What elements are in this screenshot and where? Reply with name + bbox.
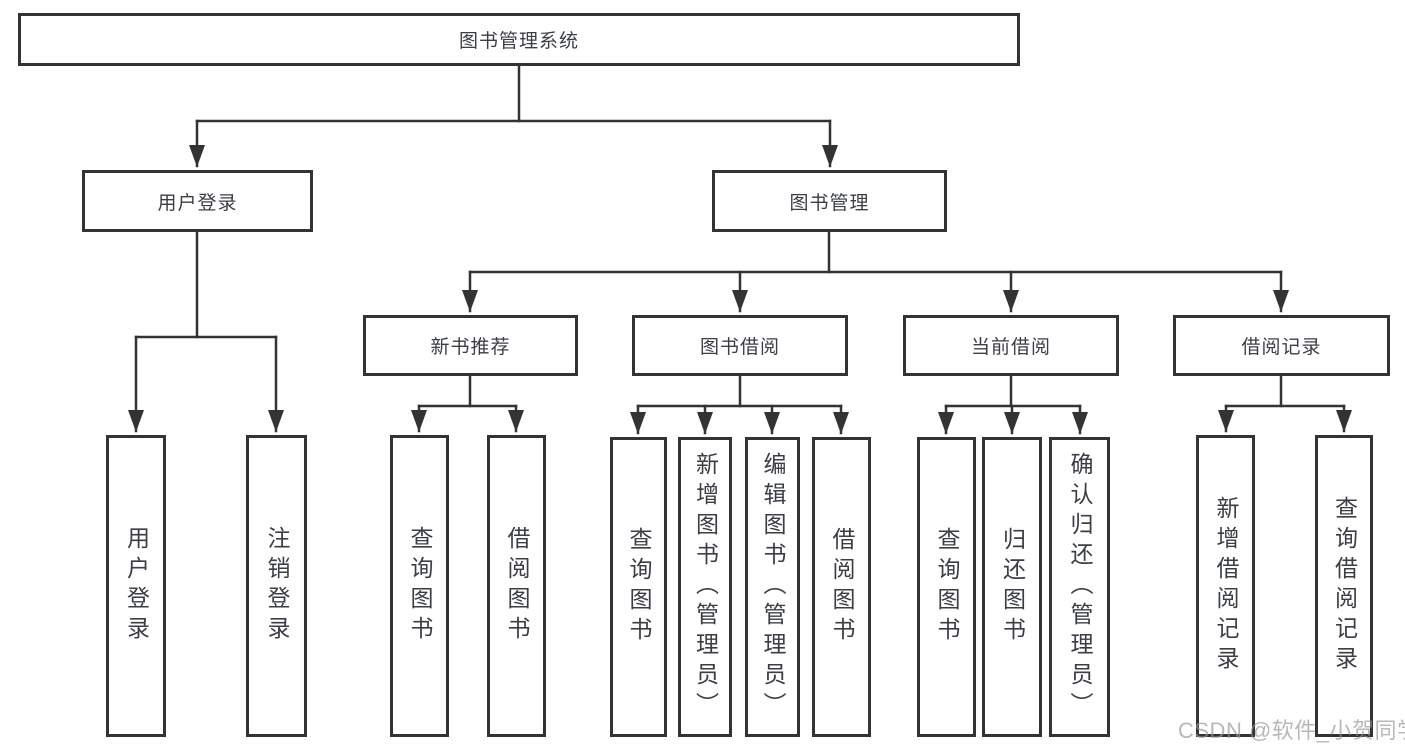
leaf-borrow-books: 借阅图书 bbox=[812, 437, 871, 737]
leaf-edit-book-admin-label: 编辑图书（管理员） bbox=[760, 452, 786, 722]
node-library-system-label: 图书管理系统 bbox=[458, 31, 579, 52]
leaf-user-login: 用户登录 bbox=[106, 435, 166, 737]
leaf-query-books-borrow: 查询图书 bbox=[610, 437, 667, 737]
node-book-borrowing: 图书借阅 bbox=[632, 315, 848, 376]
leaf-query-books-current-label: 查询图书 bbox=[934, 527, 960, 647]
leaf-query-books-borrow-label: 查询图书 bbox=[626, 527, 652, 647]
leaf-logout-label: 注销登录 bbox=[264, 526, 290, 646]
leaf-borrow-books-recommend: 借阅图书 bbox=[487, 435, 546, 737]
node-new-book-recommendation: 新书推荐 bbox=[363, 315, 578, 376]
node-borrowing-records-label: 借阅记录 bbox=[1241, 337, 1322, 358]
node-book-borrowing-label: 图书借阅 bbox=[699, 337, 780, 358]
leaf-query-books-current: 查询图书 bbox=[917, 437, 976, 737]
node-user-login-label: 用户登录 bbox=[157, 192, 238, 214]
leaf-query-borrow-record-label: 查询借阅记录 bbox=[1331, 496, 1358, 676]
leaf-query-books-recommend-label: 查询图书 bbox=[407, 526, 433, 646]
leaf-return-books: 归还图书 bbox=[982, 437, 1042, 737]
node-library-system: 图书管理系统 bbox=[18, 13, 1020, 66]
node-borrowing-records: 借阅记录 bbox=[1173, 315, 1390, 376]
leaf-add-borrow-record: 新增借阅记录 bbox=[1196, 435, 1255, 737]
leaf-query-books-recommend: 查询图书 bbox=[390, 435, 449, 737]
leaf-query-borrow-record: 查询借阅记录 bbox=[1315, 435, 1373, 737]
leaf-edit-book-admin: 编辑图书（管理员） bbox=[745, 437, 800, 737]
leaf-confirm-return-admin: 确认归还（管理员） bbox=[1049, 437, 1110, 737]
leaf-user-login-label: 用户登录 bbox=[123, 526, 150, 646]
node-book-management-label: 图书管理 bbox=[789, 192, 870, 214]
leaf-return-books-label: 归还图书 bbox=[999, 527, 1026, 647]
watermark-text: CSDN @软件_小贺同学 bbox=[1178, 718, 1405, 743]
leaf-borrow-books-label: 借阅图书 bbox=[829, 527, 855, 647]
node-book-management: 图书管理 bbox=[712, 170, 947, 232]
node-new-book-recommendation-label: 新书推荐 bbox=[430, 337, 511, 358]
node-current-borrowing: 当前借阅 bbox=[903, 315, 1119, 376]
leaf-logout: 注销登录 bbox=[246, 435, 307, 737]
leaf-borrow-books-recommend-label: 借阅图书 bbox=[504, 526, 530, 646]
leaf-add-borrow-record-label: 新增借阅记录 bbox=[1213, 496, 1239, 676]
node-user-login: 用户登录 bbox=[82, 170, 313, 232]
leaf-add-book-admin: 新增图书（管理员） bbox=[678, 437, 732, 737]
leaf-add-book-admin-label: 新增图书（管理员） bbox=[692, 452, 719, 722]
node-current-borrowing-label: 当前借阅 bbox=[970, 337, 1051, 358]
leaf-confirm-return-admin-label: 确认归还（管理员） bbox=[1067, 452, 1093, 722]
